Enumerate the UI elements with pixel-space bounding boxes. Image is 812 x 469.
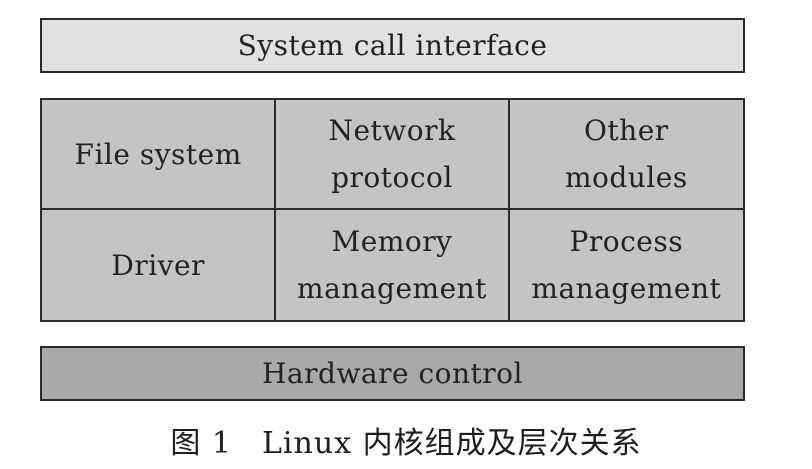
system-call-interface-layer: System call interface [40,18,745,73]
figure-caption: 图 1 Linux 内核组成及层次关系 [0,416,812,464]
network-protocol-cell: Network protocol [276,100,510,210]
kernel-subsystems-grid: File system Network protocol Other modul… [40,98,745,322]
hardware-control-label: Hardware control [262,357,523,390]
driver-cell: Driver [42,210,277,320]
figure-caption-text: Linux 内核组成及层次关系 [262,426,642,461]
process-management-cell: Process management [531,225,722,305]
figure-number: 图 1 [170,426,232,461]
other-modules-cell: Other modules [509,100,743,210]
memory-management-cell: Memory management [276,210,510,320]
system-call-interface-label: System call interface [237,29,548,62]
hardware-control-layer: Hardware control [40,346,745,401]
file-system-cell: File system [42,100,277,210]
